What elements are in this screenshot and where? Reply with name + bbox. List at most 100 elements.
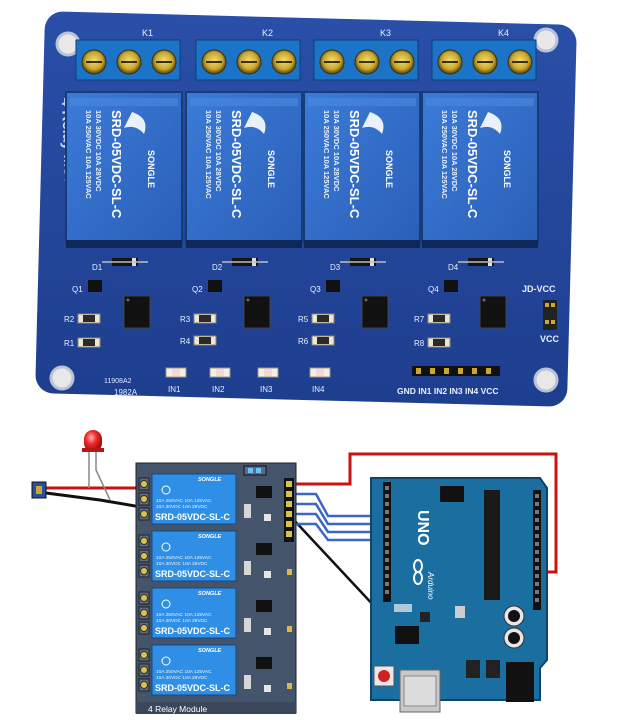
resistor-body: [83, 315, 95, 322]
arduino-power-pin: [535, 582, 539, 586]
relay-model: SRD-05VDC-SL-C: [347, 110, 362, 219]
relay-brand: SONGLE: [384, 150, 394, 188]
input-led-lens: [316, 369, 324, 376]
diagram-screw: [140, 624, 148, 632]
dc-plug: [31, 481, 47, 499]
jd-vcc-label: JD-VCC: [522, 284, 556, 294]
diagram-resistor: [244, 675, 251, 689]
resistor-label: R6: [298, 337, 309, 346]
diagram-led: [264, 571, 271, 578]
arduino-power-pin: [535, 534, 539, 538]
relay-label: K2: [262, 28, 273, 38]
diagram-relay-body: [151, 530, 237, 582]
relay-label: K1: [142, 28, 153, 38]
diagram-resistor: [244, 561, 251, 575]
input-led-lens: [216, 369, 224, 376]
diagram-relay-body: [151, 473, 237, 525]
arduino-digital-pin: [385, 590, 389, 594]
mounting-hole: [533, 27, 559, 53]
diagram-header-pad: [287, 683, 292, 689]
signal-wire: [292, 492, 388, 518]
diagram-relay-line1: 10A 250VAC 10A 125VAC: [156, 555, 212, 561]
relay-highlight: [308, 98, 416, 106]
resistor-body: [83, 339, 95, 346]
relay-body: [185, 91, 303, 243]
header-pin: [444, 368, 449, 374]
diagram-screw: [140, 651, 148, 659]
arduino-digital-pin: [385, 566, 389, 570]
relay-label: K4: [498, 28, 509, 38]
songle-logo-icon: [362, 112, 384, 134]
relay-rating-line2: 10A 30VDC 10A 28VDC: [450, 110, 459, 192]
relay-base: [186, 240, 302, 248]
diagram-relay-model: SRD-05VDC-SL-C: [155, 683, 231, 693]
diagram-relay-logo-icon: [161, 485, 171, 495]
resistor-label: R2: [64, 315, 75, 324]
arduino-power-pin: [535, 574, 539, 578]
diagram-relay-model: SRD-05VDC-SL-C: [155, 569, 231, 579]
diagram-screw: [140, 552, 148, 560]
relay-body: [421, 91, 539, 243]
diagram-led: [264, 514, 271, 521]
resistor-label: R8: [414, 339, 425, 348]
diode-label: D4: [448, 263, 459, 272]
diagram-led: [264, 628, 271, 635]
pin-header: [412, 366, 500, 376]
module-header: [284, 478, 294, 542]
diagram-resistor: [244, 504, 251, 518]
arduino-digital-pin: [385, 494, 389, 498]
header-pin: [472, 368, 477, 374]
relay-model: SRD-05VDC-SL-C: [229, 110, 244, 219]
relay-body: [303, 91, 421, 243]
diagram-relay-line1: 10A 250VAC 10A 125VAC: [156, 612, 212, 618]
module-pin: [286, 491, 292, 497]
diagram-header-pad: [287, 569, 292, 575]
red-led: [82, 430, 104, 452]
header-pin: [458, 368, 463, 374]
signal-wire: [292, 522, 388, 542]
relay-rating-line2: 10A 30VDC 10A 28VDC: [332, 110, 341, 192]
resistor-label: R1: [64, 339, 75, 348]
arduino-power-pin: [535, 590, 539, 594]
module-pin: [286, 521, 292, 527]
transistor-label: Q3: [310, 285, 321, 294]
header-pin: [430, 368, 435, 374]
diagram-screw: [140, 510, 148, 518]
relay-highlight: [70, 98, 178, 106]
diagram-relay-line2: 10A 30VDC 10A 28VDC: [156, 675, 208, 681]
diagram-optocoupler: [256, 543, 272, 555]
transistor: [208, 280, 222, 292]
diagram-relay-brand: SONGLE: [198, 477, 222, 483]
signal-wire: [292, 502, 388, 526]
diagram-led: [264, 685, 271, 692]
input-led-label: IN4: [312, 385, 325, 394]
header-pin: [486, 368, 491, 374]
microcontroller-chip: [484, 490, 500, 600]
led-leg: [95, 452, 111, 501]
diagram-resistor: [244, 618, 251, 632]
ground-wire: [291, 517, 377, 609]
relay-brand: SONGLE: [502, 150, 512, 188]
relay-brand: SONGLE: [266, 150, 276, 188]
diagram-relay-brand: SONGLE: [198, 648, 222, 654]
header-pin-labels: GND IN1 IN2 IN3 IN4 VCC: [397, 386, 499, 396]
transistor: [444, 280, 458, 292]
module-pin: [286, 481, 292, 487]
date-code: 11908A2: [104, 378, 132, 385]
diagram-relay-logo-icon: [161, 599, 171, 609]
diagram-relay-brand: SONGLE: [198, 591, 222, 597]
board-code: 1982A: [114, 388, 138, 397]
mounting-hole: [49, 365, 75, 391]
diagram-screw: [140, 594, 148, 602]
resistor-label: R4: [180, 337, 191, 346]
